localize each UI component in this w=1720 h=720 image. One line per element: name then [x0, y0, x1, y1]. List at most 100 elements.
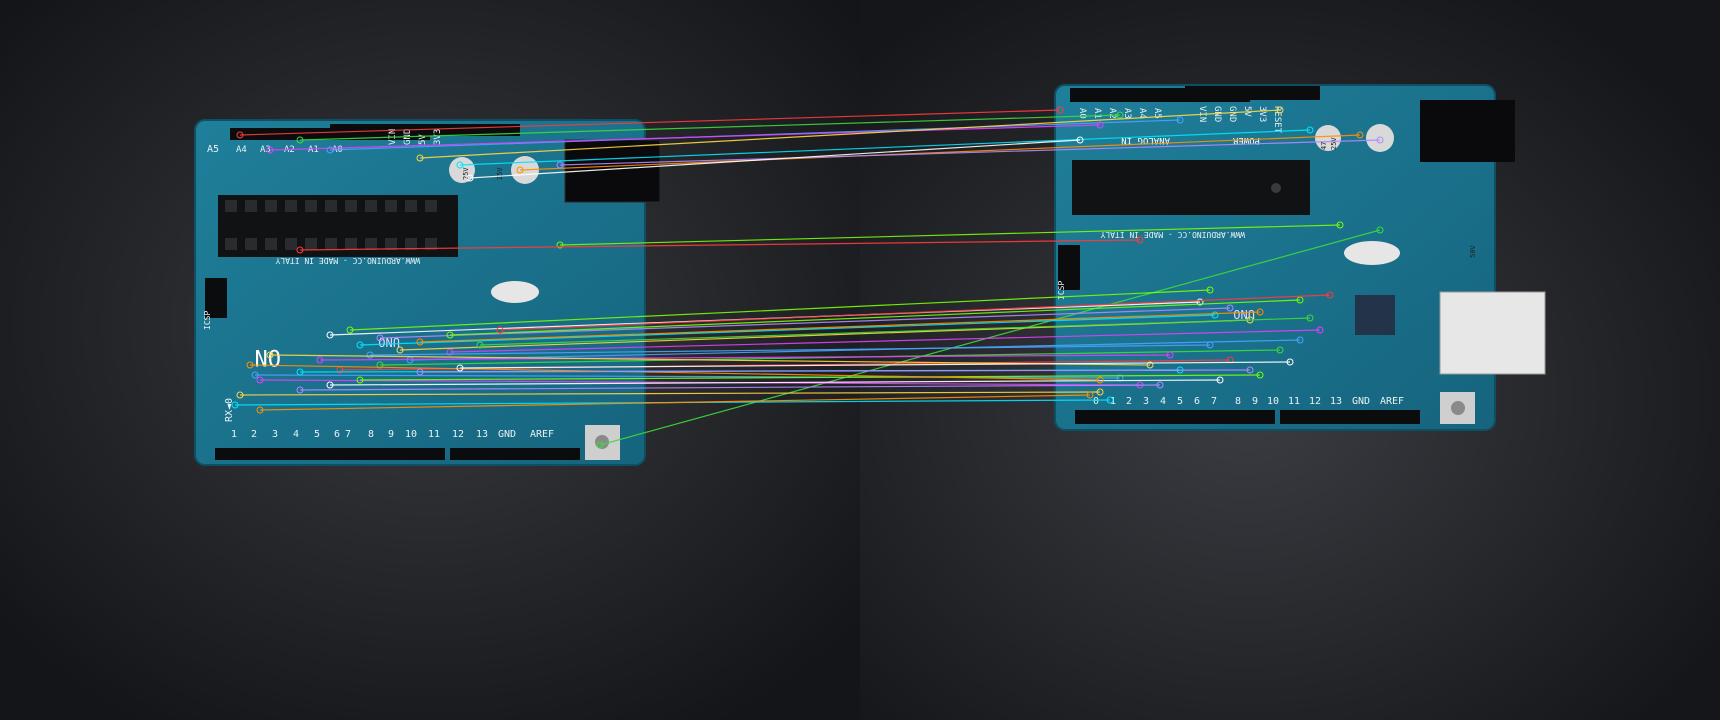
left-url-label: WWW.ARDUINO.CC - MADE IN ITALY — [275, 256, 420, 265]
match-keypoint — [1326, 291, 1334, 299]
match-keypoint — [1276, 106, 1284, 114]
right-analog-pin: A0 — [1077, 108, 1087, 119]
match-line — [449, 299, 1301, 336]
match-keypoint — [1296, 336, 1304, 344]
left-digital-pin: GND — [498, 429, 516, 440]
match-keypoint — [1056, 106, 1064, 114]
right-power-pin: GND — [1212, 106, 1222, 122]
match-line — [519, 134, 1361, 171]
left-icsp-header — [205, 278, 227, 318]
match-keypoint — [1226, 304, 1234, 312]
feature-match-lines — [231, 106, 1384, 449]
right-power-jack — [1420, 100, 1515, 162]
match-keypoint — [1136, 236, 1144, 244]
match-keypoint — [1256, 308, 1264, 316]
match-keypoint — [1216, 376, 1224, 384]
match-keypoint — [231, 401, 239, 409]
match-keypoint — [326, 146, 334, 154]
right-microcontroller — [1072, 160, 1310, 215]
match-keypoint — [596, 441, 604, 449]
match-line — [239, 109, 1061, 136]
left-cap-label-2: 25V — [462, 167, 470, 180]
match-line — [559, 139, 1381, 166]
right-power-pin: 3V3 — [1257, 106, 1267, 122]
match-keypoint — [326, 331, 334, 339]
right-digital-pin: GND — [1352, 396, 1370, 407]
right-digital-pin: 12 — [1309, 396, 1321, 407]
left-capacitor — [449, 157, 475, 183]
match-line — [369, 344, 1211, 356]
match-keypoint — [1336, 221, 1344, 229]
left-digital-pin: 13 — [476, 429, 488, 440]
left-digital-pin: AREF — [530, 429, 554, 440]
match-line — [469, 139, 1081, 179]
match-keypoint — [1286, 358, 1294, 366]
match-keypoint — [1096, 121, 1104, 129]
match-keypoint — [1316, 326, 1324, 334]
match-keypoint — [446, 331, 454, 339]
match-keypoint — [1246, 366, 1254, 374]
match-line — [299, 114, 1121, 141]
match-line — [449, 329, 1321, 353]
right-uno-label: UNO — [1233, 307, 1255, 321]
match-line — [349, 289, 1211, 331]
match-keypoint — [1376, 136, 1384, 144]
left-power-pin: 5V — [418, 134, 428, 145]
left-analog-label: A5 — [207, 144, 219, 155]
right-header-bottom — [1075, 410, 1275, 424]
right-capacitor — [1315, 125, 1341, 151]
right-digital-pin: 8 — [1235, 396, 1241, 407]
match-keypoint — [296, 246, 304, 254]
match-keypoint — [496, 326, 504, 334]
match-keypoint — [1206, 341, 1214, 349]
match-line — [419, 311, 1261, 343]
match-line — [459, 129, 1311, 166]
left-digital-pin: 8 — [368, 429, 374, 440]
left-digital-pin: 6 — [334, 429, 340, 440]
match-keypoint — [266, 351, 274, 359]
left-uno-label: UNO — [378, 335, 400, 349]
match-keypoint — [516, 166, 524, 174]
right-digital-pin: 5 — [1177, 396, 1183, 407]
right-analog-pin-labels: A0 A1 A2 A3 A4 A5 — [1077, 108, 1162, 119]
match-keypoint — [296, 368, 304, 376]
match-keypoint — [1096, 376, 1104, 384]
right-digital-pin: 4 — [1160, 396, 1166, 407]
match-keypoint — [556, 161, 564, 169]
match-line — [239, 391, 1101, 396]
match-line — [419, 369, 1251, 373]
right-icsp-label: ICSP — [1057, 281, 1066, 300]
left-analog-pin: A1 — [308, 145, 319, 155]
match-keypoint — [346, 326, 354, 334]
right-analog-pin: A4 — [1137, 108, 1147, 119]
match-keypoint — [236, 131, 244, 139]
left-power-pin: 3V3 — [433, 129, 443, 145]
left-digital-pin: 5 — [314, 429, 320, 440]
right-digital-pin: 0 — [1093, 396, 1099, 407]
match-line — [299, 384, 1161, 391]
match-keypoint — [356, 341, 364, 349]
left-digital-pin: 2 — [251, 429, 257, 440]
match-line — [359, 374, 1261, 381]
match-keypoint — [1211, 311, 1219, 319]
match-keypoint — [366, 351, 374, 359]
match-keypoint — [1106, 396, 1114, 404]
right-analog-pin: A2 — [1107, 108, 1117, 119]
match-keypoint — [456, 364, 464, 372]
match-line — [319, 354, 1171, 361]
match-keypoint — [236, 391, 244, 399]
right-url-label: WWW.ARDUINO.CC - MADE IN ITALY — [1100, 230, 1245, 239]
match-line — [269, 124, 1101, 151]
match-keypoint — [416, 154, 424, 162]
match-line — [379, 307, 1231, 339]
right-usb-chip — [1355, 295, 1395, 335]
left-header-bottom — [215, 448, 445, 460]
right-usb-connector — [1439, 291, 1546, 375]
right-icsp-header — [1058, 245, 1080, 290]
right-digital-pin: 13 — [1330, 396, 1342, 407]
right-power-pin: RESET — [1272, 106, 1282, 134]
match-line — [359, 314, 1216, 346]
right-cap-label-2: 25V — [1330, 137, 1338, 150]
match-keypoint — [326, 381, 334, 389]
